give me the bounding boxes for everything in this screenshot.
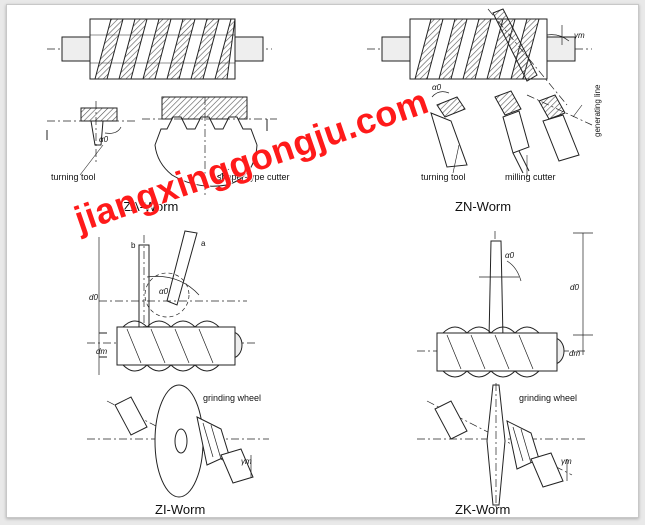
zk-tool-setup: [479, 231, 593, 355]
alpha-zk-label: α0: [505, 251, 515, 260]
zi-tool-setup: [98, 230, 247, 375]
zi-worm-title: ZI-Worm: [155, 502, 206, 517]
d0-left-label: d0: [89, 293, 98, 302]
zn-worm-threads: [414, 18, 540, 80]
worm-types-diagram: [46, 8, 593, 507]
zn-milling-cutter: [494, 90, 530, 174]
zn-second-tool: [526, 94, 593, 162]
zi-worm-body: [87, 320, 257, 372]
turning-tool-label-za: turning tool: [51, 172, 96, 182]
b-label: b: [131, 241, 136, 250]
za-worm-title: ZA-Worm: [123, 199, 179, 214]
zn-worm-title: ZN-Worm: [455, 199, 512, 214]
a-label: a: [201, 239, 206, 248]
za-shaper-cutter: [142, 96, 277, 195]
alpha-zi-label: α0: [159, 287, 169, 296]
gamma-zk-label: γm: [561, 457, 572, 466]
gamma-zn-label: γm: [574, 31, 585, 40]
za-worm-threads: [94, 18, 236, 80]
d0-right-label: d0: [570, 283, 579, 292]
za-turning-tool: [46, 101, 137, 163]
dm-right-label: dm: [569, 349, 581, 358]
zk-worm-body: [417, 326, 587, 378]
turning-tool-label-zn: turning tool: [421, 172, 466, 182]
alpha-za-label: α0: [99, 135, 109, 144]
zn-worm-shaft: [367, 8, 592, 106]
alpha-zn-label: α0: [432, 83, 442, 92]
zk-grinding-setup: [417, 383, 587, 507]
zn-turning-tool: [430, 91, 468, 168]
image-window: turning tool shaper-type cutter ZA-Worm …: [6, 4, 639, 518]
generating-line-label: generating line: [593, 84, 602, 137]
zk-worm-title: ZK-Worm: [455, 502, 511, 517]
dm-left-label: dm: [96, 347, 108, 356]
zi-grinding-setup: [87, 384, 269, 498]
za-worm-shaft: [47, 18, 272, 80]
za-leader-lines: [79, 144, 230, 178]
milling-cutter-label: milling cutter: [505, 172, 556, 182]
grinding-wheel-label-zk: grinding wheel: [519, 393, 578, 403]
gamma-zi-label: γm: [241, 457, 252, 466]
shaper-cutter-label: shaper-type cutter: [217, 172, 290, 182]
grinding-wheel-label-zi: grinding wheel: [203, 393, 262, 403]
zn-leader-lines: [452, 104, 583, 177]
